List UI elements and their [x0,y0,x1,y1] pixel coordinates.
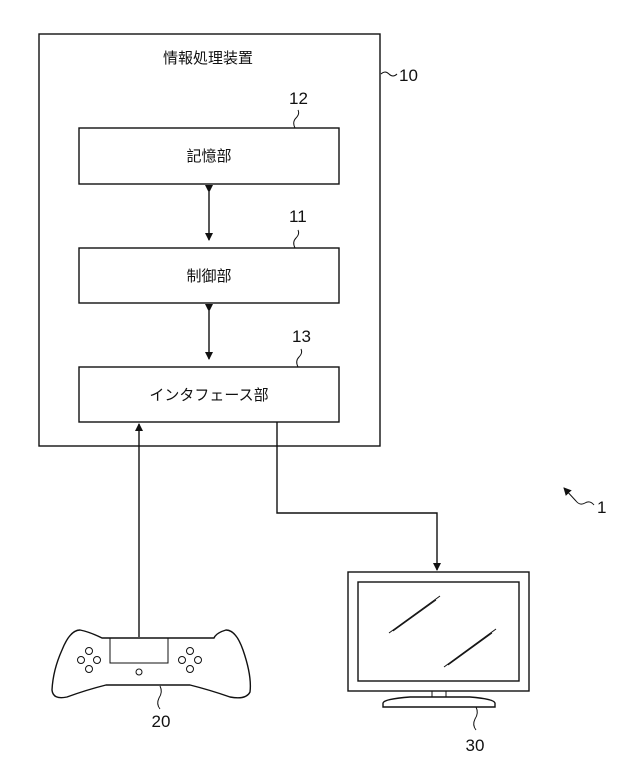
tv-frame [347,571,530,692]
controller-body [51,629,252,699]
interface-label: インタフェース部 [149,386,268,404]
action-buttons [178,647,202,673]
control-unit: 制御部 11 [78,207,340,304]
ref-30: 30 [466,736,485,755]
interface-unit: インタフェース部 13 [78,327,340,423]
storage-label: 記憶部 [186,147,231,165]
storage-unit: 記憶部 12 [78,89,340,185]
device-title: 情報処理装置 [163,49,253,67]
center-button [135,668,143,676]
display-device: 30 [347,571,530,755]
ref-12: 12 [289,89,308,108]
ref-leader-13 [296,348,303,368]
ref-leader-30 [473,706,478,731]
ref-leader-20 [157,685,162,710]
ref-13: 13 [292,327,311,346]
ref-leader-12 [293,109,300,129]
dpad-buttons [77,647,101,673]
ref-leader-11 [293,229,300,249]
ref-1: 1 [597,498,606,517]
tv-stand [382,696,496,708]
screen-glare [388,595,497,668]
game-controller: 20 [51,629,252,731]
interface-to-display-arrow [276,422,441,571]
system-ref: 1 [563,487,606,517]
ref-11: 11 [289,207,307,226]
ref-leader-10 [380,71,398,77]
tv-screen [357,581,520,682]
control-label: 制御部 [186,267,231,285]
touchpad [109,637,169,664]
information-processing-device: 情報処理装置 10 [38,33,418,447]
ref-10: 10 [399,66,418,85]
ref-20: 20 [152,712,171,731]
